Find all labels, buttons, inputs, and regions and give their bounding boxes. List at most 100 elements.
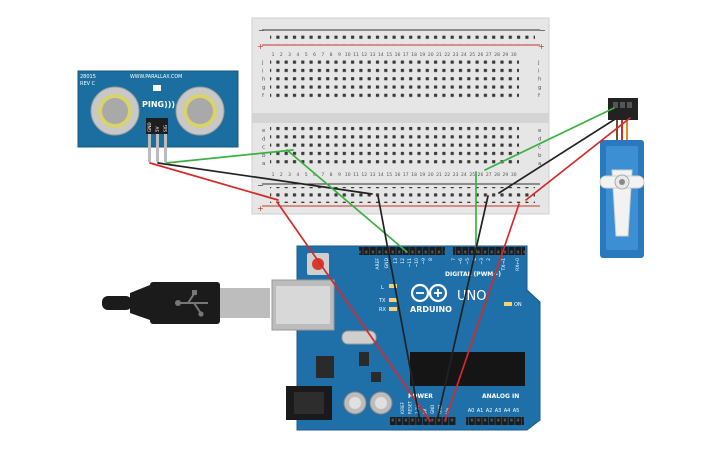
- row-letter: i: [262, 68, 264, 74]
- column-number: 7: [321, 52, 324, 58]
- column-number: 21: [436, 52, 442, 58]
- header-pin-label: ~10: [414, 258, 420, 268]
- wire-red[interactable]: [444, 203, 520, 422]
- header-pin-label: 4: [472, 258, 478, 261]
- column-number: 19: [420, 172, 426, 178]
- column-number: 22: [444, 52, 450, 58]
- analog-pin-label: A2: [486, 408, 493, 414]
- column-number: 30: [511, 172, 517, 178]
- wire-green[interactable]: [484, 107, 615, 171]
- column-number: 2: [280, 172, 283, 178]
- column-number: 18: [411, 172, 417, 178]
- power-pin-label: Vin: [445, 407, 450, 414]
- breadboard-labels: 1122334455667788991010111112121313141415…: [261, 52, 542, 178]
- wire-red[interactable]: [276, 201, 431, 422]
- column-number: 8: [330, 172, 333, 178]
- column-number: 18: [411, 52, 417, 58]
- analog-pin-label: A4: [504, 408, 511, 414]
- arduino-brand: ARDUINO: [410, 305, 452, 314]
- power-header: [390, 417, 456, 425]
- row-letter: h: [538, 77, 542, 83]
- power-pin-label: IOREF: [400, 401, 405, 414]
- crystal-icon: [341, 330, 377, 345]
- column-number: 14: [378, 172, 384, 178]
- row-letter: j: [537, 60, 540, 66]
- column-number: 16: [395, 52, 401, 58]
- column-number: 30: [511, 52, 517, 58]
- atmega-chip: [410, 352, 525, 386]
- wire-red[interactable]: [149, 162, 279, 201]
- rail-plus-label: +: [257, 42, 264, 51]
- row-letter: e: [262, 128, 266, 134]
- column-number: 20: [428, 52, 434, 58]
- sensor-website: WWW.PARALLAX.COM: [130, 74, 182, 80]
- column-number: 23: [453, 172, 459, 178]
- header-pin-label: GND: [384, 257, 390, 268]
- rail-minus-label: −: [257, 181, 264, 190]
- column-number: 17: [403, 172, 409, 178]
- led-label: TX: [378, 298, 386, 304]
- wires: [149, 107, 631, 422]
- sensor-pin-label: SIG: [163, 125, 168, 132]
- arduino-model: UNO: [457, 289, 486, 304]
- digital-label: DIGITAL (PWM~): [445, 271, 501, 278]
- header-pin-label: 12: [400, 258, 406, 264]
- column-number: 27: [486, 172, 492, 178]
- wire-green[interactable]: [286, 149, 408, 253]
- power-label: POWER: [408, 393, 433, 400]
- column-number: 1: [272, 52, 275, 58]
- column-number: 4: [296, 172, 299, 178]
- row-letter: a: [262, 161, 265, 167]
- usb-cable: [102, 282, 270, 324]
- column-number: 10: [345, 172, 351, 178]
- rail-plus-label: +: [257, 204, 264, 213]
- sensor-model: 28015: [80, 74, 96, 80]
- header-pin-label: ~5: [465, 258, 471, 265]
- led-label: RX: [379, 307, 386, 313]
- column-number: 17: [403, 52, 409, 58]
- header-pin-label: 8: [428, 258, 434, 261]
- column-number: 25: [469, 172, 475, 178]
- column-number: 27: [486, 52, 492, 58]
- column-number: 10: [345, 52, 351, 58]
- column-number: 7: [321, 172, 324, 178]
- column-number: 6: [313, 52, 316, 58]
- header-pin-label: 7: [451, 258, 457, 261]
- column-number: 6: [313, 172, 316, 178]
- header-pin-label: ~11: [407, 258, 413, 268]
- column-number: 23: [453, 52, 459, 58]
- column-number: 28: [494, 52, 500, 58]
- row-letter: d: [262, 136, 266, 142]
- header-pin-label: 13: [393, 258, 399, 264]
- digital-header-left: [359, 247, 445, 255]
- wire-black[interactable]: [498, 115, 621, 194]
- column-number: 3: [288, 52, 291, 58]
- servo-motor: [599, 98, 645, 258]
- on-label: ON: [514, 302, 522, 308]
- column-number: 15: [386, 172, 392, 178]
- row-letter: i: [538, 68, 540, 74]
- wire-red[interactable]: [525, 117, 631, 201]
- column-number: 29: [503, 172, 509, 178]
- column-number: 22: [444, 172, 450, 178]
- column-number: 11: [353, 52, 359, 58]
- power-pin-label: 5V: [423, 408, 428, 414]
- column-number: 26: [478, 52, 484, 58]
- row-letter: g: [538, 85, 542, 91]
- column-number: 24: [461, 172, 467, 178]
- wire-black[interactable]: [157, 162, 373, 195]
- column-number: 25: [469, 52, 475, 58]
- row-letter: g: [262, 85, 266, 91]
- column-number: 16: [395, 172, 401, 178]
- analog-pin-label: A5: [513, 408, 520, 414]
- column-number: 8: [330, 52, 333, 58]
- wire-black[interactable]: [436, 195, 489, 422]
- column-number: 4: [296, 52, 299, 58]
- wire-green[interactable]: [165, 149, 294, 164]
- arduino-logo-icon: [410, 283, 448, 303]
- wire-black[interactable]: [377, 195, 421, 422]
- row-letter: e: [538, 128, 542, 134]
- row-letter: d: [538, 136, 542, 142]
